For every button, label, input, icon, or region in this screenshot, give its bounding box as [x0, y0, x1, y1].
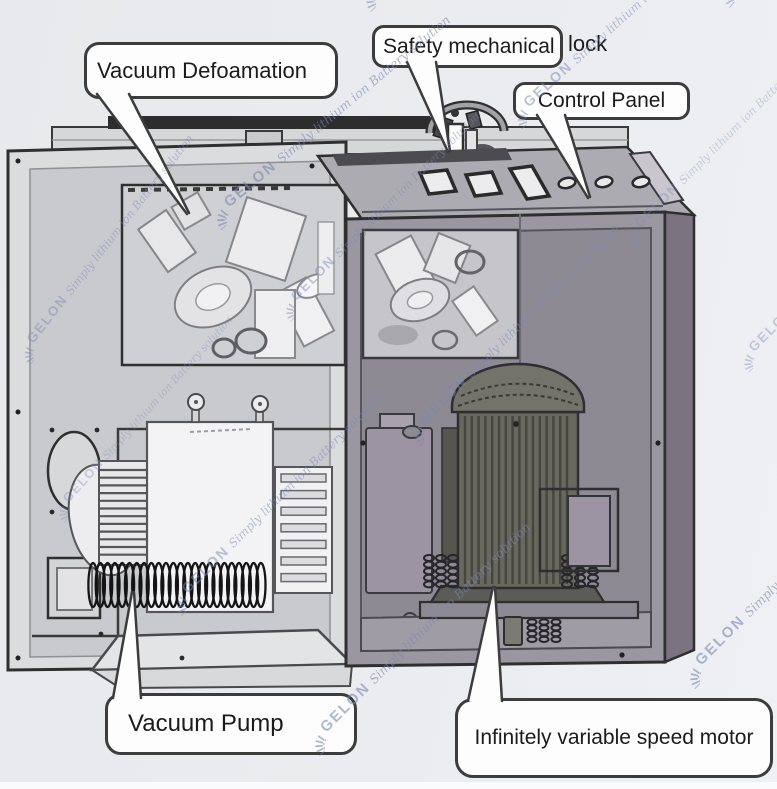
callout-label-lock: lock: [568, 31, 608, 56]
callout-vacuum-pump: Vacuum Pump: [105, 693, 357, 755]
callout-label: Control Panel: [537, 89, 666, 112]
vacuum-pump: [67, 393, 333, 614]
defoamation-window: [120, 183, 347, 367]
callout-label: Infinitely variable speed motor: [474, 726, 754, 749]
callout-label: Vacuum Defoamation: [97, 57, 307, 83]
chamber-window-right: [361, 228, 520, 360]
motor-shaft: [503, 616, 523, 646]
panel-oval-holes: [557, 175, 651, 190]
pump-gauges: [187, 393, 269, 423]
motor-springs: [423, 554, 599, 644]
pump-base: [88, 628, 355, 690]
callout-safety-mechanical: Safety mechanical: [372, 25, 563, 68]
speed-motor: [418, 362, 640, 646]
callout-vacuum-defoamation: Vacuum Defoamation: [84, 42, 338, 99]
bottom-strip: [0, 782, 777, 789]
mixer-parts: [136, 190, 336, 359]
callout-speed-motor: Infinitely variable speed motor: [455, 698, 773, 778]
motor-bracket: [567, 495, 611, 567]
right-cabinet: [315, 145, 697, 668]
motor-dome: [450, 362, 586, 414]
left-cabinet: [6, 140, 355, 690]
callout-label: Safety mechanical: [383, 34, 555, 58]
pump-slots: [280, 473, 327, 583]
callout-control-panel: Control Panel: [513, 82, 690, 120]
callout-label: Vacuum Pump: [128, 710, 284, 737]
